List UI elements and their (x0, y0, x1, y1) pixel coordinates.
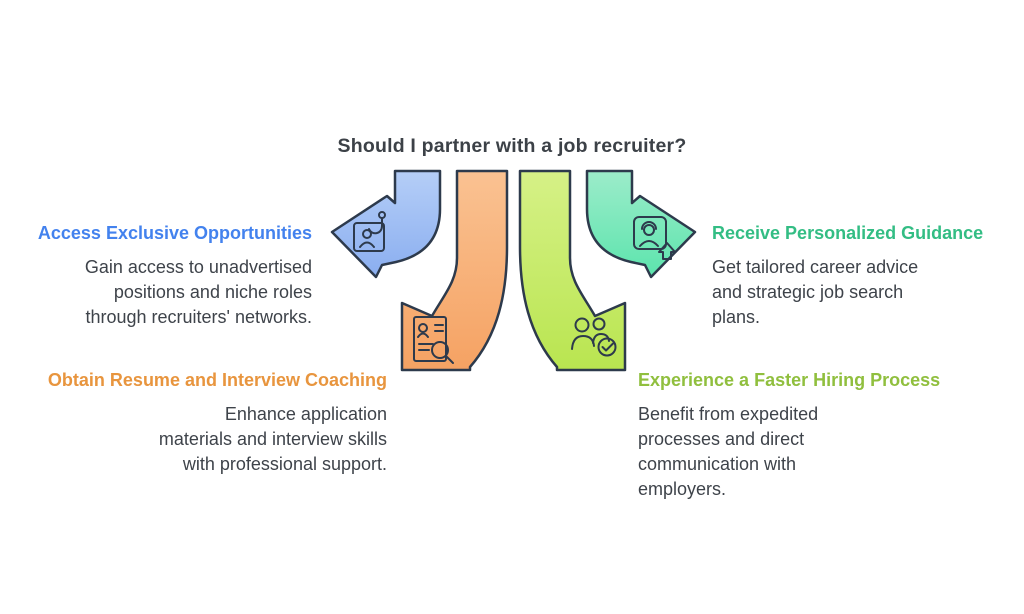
section-resume-coaching: Obtain Resume and Interview Coaching Enh… (48, 370, 387, 477)
headhunt-card-icon (353, 211, 386, 252)
body-resume-coaching: Enhance application materials and interv… (158, 404, 387, 474)
body-exclusive-opportunities: Gain access to unadvertised positions an… (84, 257, 312, 327)
arrow-flow-graphic (330, 169, 697, 372)
body-faster-hiring: Benefit from expedited processes and dir… (638, 404, 819, 499)
heading-exclusive-opportunities: Access Exclusive Opportunities (37, 223, 312, 243)
section-personalized-guidance: Receive Personalized Guidance Get tailor… (712, 223, 983, 330)
heading-resume-coaching: Obtain Resume and Interview Coaching (47, 370, 387, 390)
arrow-right-teal-shape (585, 169, 697, 279)
section-exclusive-opportunities: Access Exclusive Opportunities Gain acce… (38, 223, 312, 330)
section-faster-hiring: Experience a Faster Hiring Process Benef… (638, 370, 940, 502)
team-check-icon (571, 317, 617, 357)
page-title: Should I partner with a job recruiter? (337, 135, 687, 157)
arrow-left-blue-shape (330, 169, 442, 279)
arrow-down-left-orange-shape (400, 169, 509, 372)
heading-faster-hiring: Experience a Faster Hiring Process (638, 370, 941, 390)
heading-personalized-guidance: Receive Personalized Guidance (712, 223, 984, 243)
profile-promote-icon (633, 216, 676, 260)
resume-search-icon (413, 316, 454, 364)
body-personalized-guidance: Get tailored career advice and strategic… (712, 257, 919, 327)
arrow-down-right-green-shape (518, 169, 627, 372)
